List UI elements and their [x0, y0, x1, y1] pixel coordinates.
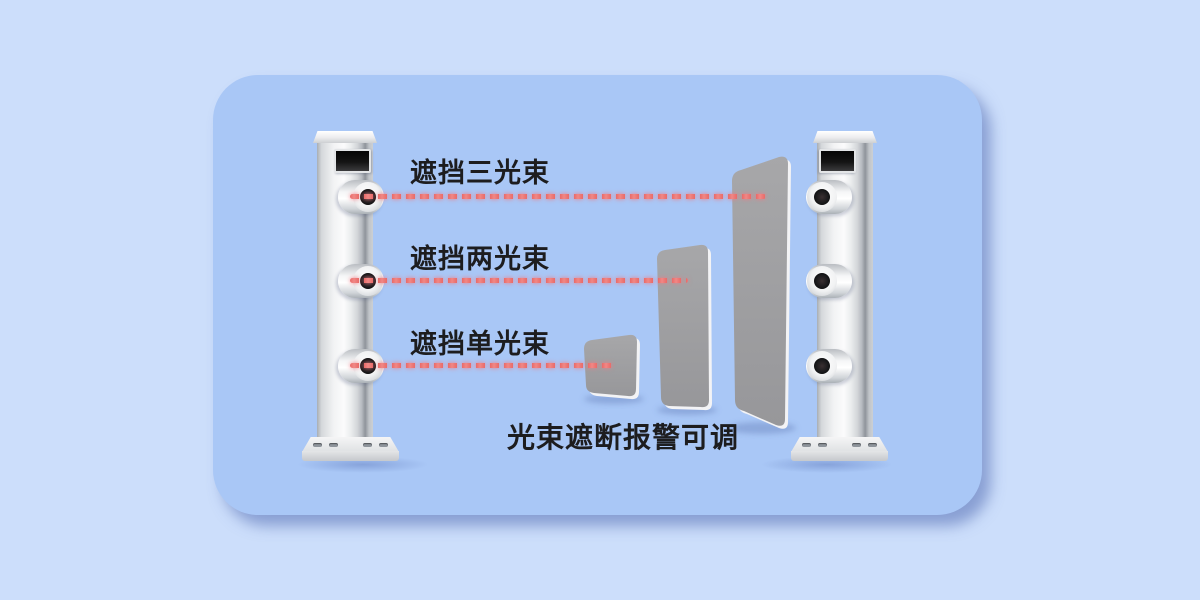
infrared-beam-top	[350, 194, 766, 199]
detector-tower-left	[297, 131, 429, 473]
base-plate-top	[791, 437, 888, 452]
base-plate-front	[302, 451, 399, 461]
tower-right-lens-top	[806, 180, 852, 214]
label-block-single-beam: 遮挡单光束	[410, 329, 550, 359]
tower-right-display-window	[819, 149, 856, 173]
base-plate-top	[302, 437, 399, 452]
blocker-panel-large	[732, 156, 791, 429]
tower-left-cap	[313, 131, 377, 143]
label-block-two-beams: 遮挡两光束	[410, 244, 550, 274]
diagram-caption: 光束遮断报警可调	[507, 422, 740, 453]
panel-medium-face	[657, 244, 709, 408]
base-plate-front	[791, 451, 888, 461]
lens-receiver-icon	[814, 273, 830, 289]
base-slot	[363, 443, 372, 447]
tower-right-cap	[813, 131, 877, 143]
panel-large-face	[732, 156, 788, 426]
lens-receiver-icon	[814, 358, 830, 374]
blocker-panel-medium	[657, 244, 712, 411]
base-slot	[852, 443, 861, 447]
detector-tower-right	[761, 131, 893, 473]
label-block-three-beams: 遮挡三光束	[410, 158, 550, 188]
infrared-beam-middle	[350, 278, 688, 283]
base-slot	[818, 443, 827, 447]
base-slot	[868, 443, 877, 447]
infrared-beam-bottom	[350, 363, 614, 368]
base-slot	[379, 443, 388, 447]
tower-right-mounting-base	[791, 437, 888, 463]
base-slot	[802, 443, 811, 447]
tower-left-mounting-base	[302, 437, 399, 463]
lens-receiver-icon	[814, 189, 830, 205]
base-slot	[313, 443, 322, 447]
tower-right-lens-middle	[806, 264, 852, 298]
tower-left-display-window	[334, 149, 371, 173]
base-slot	[329, 443, 338, 447]
tower-right-lens-bottom	[806, 349, 852, 383]
